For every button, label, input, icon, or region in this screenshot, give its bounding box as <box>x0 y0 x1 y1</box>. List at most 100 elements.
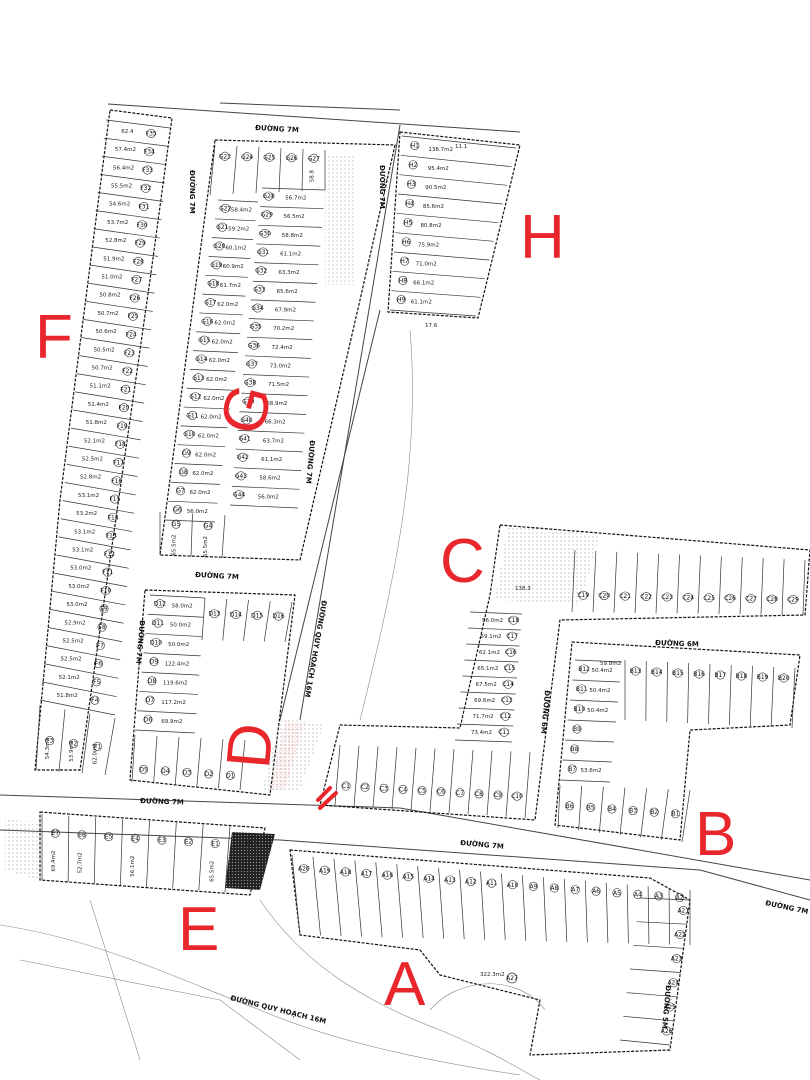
lot-area-f33: 56.4m2 <box>113 165 134 171</box>
lot-marker <box>184 429 194 439</box>
lot-id-c2: C2 <box>361 784 369 791</box>
lot-marker <box>90 695 100 705</box>
lot-id-c24: C24 <box>682 594 694 601</box>
lot-id-g43: G43 <box>235 473 247 480</box>
lot-id-f3: F3 <box>46 738 53 745</box>
lot-marker <box>574 704 584 714</box>
lot-marker <box>767 594 777 604</box>
lot-id-e5: E5 <box>105 834 113 841</box>
lot-marker <box>736 671 746 681</box>
lot-id-g24: G24 <box>241 154 253 161</box>
lot-id-d12: D12 <box>154 601 166 608</box>
lot-area-g15: 62.0m2 <box>212 339 233 345</box>
lot-marker <box>45 736 55 746</box>
lot-area-e6: 52.7m2 <box>78 852 84 873</box>
red-mark <box>316 786 338 810</box>
lot-area-f18: 52.1m2 <box>84 438 105 444</box>
lot-id-g27: G27 <box>308 155 320 162</box>
lot-marker <box>203 521 213 531</box>
lot-id-a22: A22 <box>674 931 686 938</box>
lot-id-d10: D10 <box>150 639 162 646</box>
lot-id-h8: H8 <box>399 277 408 284</box>
lot-area-h9: 61.1m2 <box>411 300 432 306</box>
lot-area-f15: 53.1m2 <box>78 493 99 499</box>
lot-id-a12: A12 <box>465 879 477 886</box>
lot-id-d3: D3 <box>183 769 192 776</box>
lot-marker <box>240 434 250 444</box>
lot-area-b11: 50.4m2 <box>589 688 610 694</box>
lot-id-f8: F8 <box>99 624 106 631</box>
lot-id-b9: B9 <box>573 726 581 733</box>
lot-area-h1: 138.7m2 <box>428 147 453 153</box>
green-space-g <box>325 155 355 285</box>
lot-marker <box>417 786 427 796</box>
block-c: C1856.0m2C1759.1m2C1662.1m2C1565.1m2C146… <box>319 524 810 821</box>
lot-id-f7: F7 <box>97 642 104 649</box>
lot-marker <box>132 275 142 285</box>
lot-a27-area: 322.3m2 <box>480 972 505 978</box>
road-label-7m-right: ĐƯỜNG 7M <box>765 898 810 916</box>
lot-area-f14: 53.2m2 <box>76 511 97 517</box>
dim-top: 11.1 <box>455 144 467 150</box>
lot-id-a11: A11 <box>486 880 498 887</box>
lot-marker <box>128 311 138 321</box>
lot-id-a9: A9 <box>530 883 538 890</box>
lot-area-g40: 66.3m2 <box>265 420 286 426</box>
lot-id-a23: A23 <box>671 956 683 963</box>
lot-id-g41: G41 <box>238 436 250 443</box>
lot-marker <box>157 835 167 845</box>
lot-marker <box>436 787 446 797</box>
lot-area-f6: 52.5m2 <box>61 657 82 663</box>
lot-id-f1: F1 <box>94 743 101 750</box>
lot-area-e1: 65.5m2 <box>209 861 215 882</box>
lot-area-g37: 73.0m2 <box>270 364 291 370</box>
lot-marker <box>474 789 484 799</box>
lot-marker <box>249 340 259 350</box>
lot-id-b7: B7 <box>568 766 576 773</box>
lot-area-f19: 51.8m2 <box>86 420 107 426</box>
lot-id-c27: C27 <box>745 596 757 603</box>
lot-id-f9: F9 <box>100 606 107 613</box>
lot-id-a17: A17 <box>361 871 373 878</box>
lot-id-d8: D8 <box>148 678 157 685</box>
lot-marker <box>424 873 434 883</box>
lot-id-f18: F18 <box>115 441 126 448</box>
lot-area-f35: 62.4 <box>121 129 134 135</box>
lot-id-d13: D13 <box>208 611 220 618</box>
lot-marker <box>242 152 252 162</box>
lot-marker <box>620 591 630 601</box>
lot-id-c17: C17 <box>506 633 518 640</box>
lot-id-f5: F5 <box>93 679 100 686</box>
lot-marker <box>209 609 219 619</box>
lot-marker <box>181 448 191 458</box>
lot-id-c26: C26 <box>724 595 736 602</box>
lot-marker <box>104 832 114 842</box>
lot-id-f31: F31 <box>138 204 149 211</box>
lot-area-d6: 69.9m2 <box>161 719 182 725</box>
lot-id-c7: C7 <box>456 790 464 797</box>
lot-id-f22: F22 <box>122 368 133 375</box>
lot-area-d8: 119.6m2 <box>163 681 188 687</box>
lot-marker <box>258 247 268 257</box>
lot-marker <box>137 220 147 230</box>
lot-area-f1: 62.0m2 <box>93 743 99 764</box>
lot-marker <box>396 295 406 305</box>
lot-area-g17: 62.0m2 <box>217 302 238 308</box>
lot-marker <box>93 741 103 751</box>
road-label-5m: ĐƯỜNG 5M <box>660 985 673 1029</box>
lot-marker <box>586 802 596 812</box>
lot-id-h6: H6 <box>402 239 411 246</box>
lot-marker <box>106 531 116 541</box>
a27-curve <box>429 983 546 1011</box>
lot-marker <box>172 505 182 515</box>
road-label-7m-low: ĐƯỜNG 7M <box>140 796 184 807</box>
lot-area-f10: 53.0m2 <box>68 584 89 590</box>
lot-id-h3: H3 <box>407 181 416 188</box>
lot-id-g33: G33 <box>253 286 265 293</box>
lot-area-g9: 62.0m2 <box>195 452 216 458</box>
lot-area-d10: 50.0m2 <box>168 642 189 648</box>
lot-id-f26: F26 <box>129 295 140 302</box>
dimension-labels: 11.1 17.6 64.6 138.3 59.8m2 <box>245 144 621 847</box>
